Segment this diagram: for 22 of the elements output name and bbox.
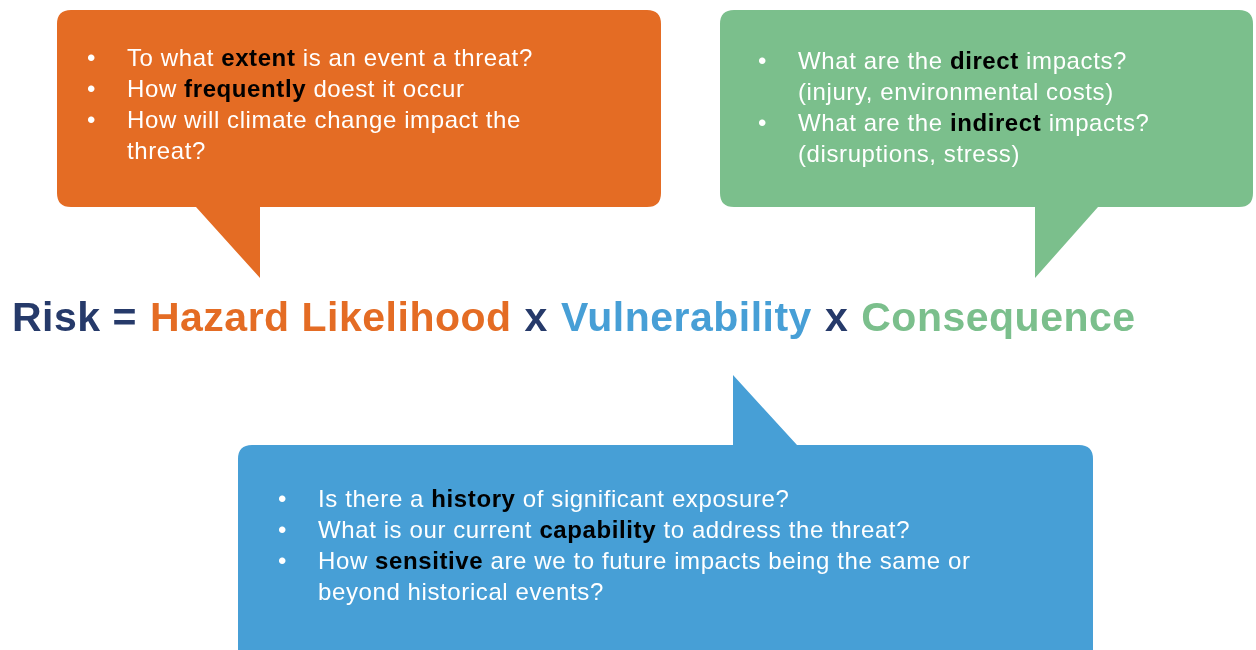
bullet-mark: • [758,109,767,136]
bullet-mark: • [278,485,287,512]
bullet-text: How frequently doest it occur [127,74,465,104]
equation-term: Hazard Likelihood [149,294,512,340]
bullet-mark: • [278,516,287,543]
bullet-mark: • [758,47,767,74]
equation-term: Risk = [12,294,137,340]
bullet-mark: • [87,106,96,133]
bullet-mark: • [278,547,287,574]
bullet-text: To what extent is an event a threat? [127,43,533,73]
bullet-text: What are the indirect impacts? (disruptions, stress) [798,108,1151,169]
bullet-mark: • [87,44,96,71]
equation-term: Consequence [861,294,1136,340]
bullet-text: How sensitive are we to future impacts being the same or beyond historical events? [318,546,972,607]
operator-symbol: x [824,294,849,340]
bullet-text: Is there a history of significant exposure? [318,484,790,514]
equation-term: Vulnerability [560,294,812,340]
bullet-mark: • [87,75,96,102]
bullet-text: How will climate change impact the threat? [127,105,522,166]
bullet-text: What is our current capability to address the threat? [318,515,911,545]
operator-symbol: x [524,294,548,340]
bullet-text: What are the direct impacts? (injury, environmental costs) [798,46,1128,107]
